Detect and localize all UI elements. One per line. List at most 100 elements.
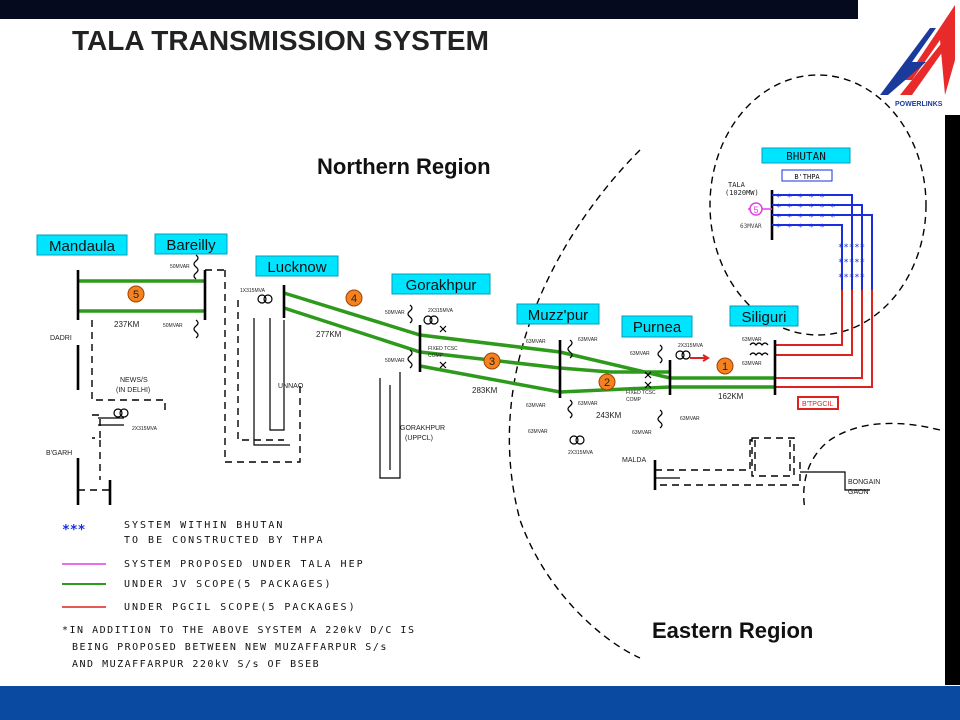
- purnea-ict: 2X315MVA: [678, 343, 704, 349]
- purnea-reactor-3: 63MVAR: [632, 430, 652, 436]
- pgcil-lines: [775, 290, 873, 410]
- package-4: 4: [351, 293, 357, 305]
- bhutan-boundary: [709, 74, 927, 336]
- bareilly-reactor-2: 50MVAR: [163, 323, 183, 329]
- news-ict: 2X315MVA: [132, 426, 158, 432]
- muzzpur-reactor-1: 63MVAR: [526, 339, 546, 345]
- bhutan-label: BHUTAN: [786, 150, 826, 163]
- bithpa-label: B'THPA: [794, 173, 820, 181]
- lucknow-box: [255, 255, 339, 277]
- muzzpur-ict: 2X315MVA: [568, 450, 594, 456]
- package-2: 2: [604, 377, 610, 389]
- siliguri-reactor-2: 63MVAR: [742, 361, 762, 367]
- svg-text:* * * * *: * * * * *: [776, 193, 825, 203]
- gorakhpur-box: [391, 273, 491, 295]
- dadri-label: DADRI: [50, 335, 72, 342]
- purnea-tcsc: FIXED TCSC: [626, 390, 656, 396]
- svg-text:* * * * * *: * * * * * *: [776, 203, 836, 213]
- bareilly-reactor-1: 50MVAR: [170, 264, 190, 270]
- legend-green-text: UNDER JV SCOPE(5 PACKAGES): [124, 579, 333, 590]
- bongaigaon-label-1: BONGAIN: [848, 479, 880, 486]
- right-edge-bar: [945, 115, 960, 685]
- legend-pink-text: SYSTEM PROPOSED UNDER TALA HEP: [124, 559, 365, 570]
- bareilly-box: [154, 233, 228, 255]
- lucknow-label: Lucknow: [267, 259, 326, 276]
- page-title: TALA TRANSMISSION SYSTEM: [72, 25, 489, 56]
- malda-label: MALDA: [622, 457, 646, 464]
- bgarh-label: B'GARH: [46, 450, 72, 457]
- muzzpur-reactor-5: 63MVAR: [528, 429, 548, 435]
- svg-text:* * * * *: * * * * *: [776, 223, 825, 233]
- equipment-symbols: [98, 254, 769, 445]
- muzzpur-reactor-4: 63MVAR: [578, 401, 598, 407]
- lucknow-ict: 1X315MVA: [240, 288, 266, 294]
- package-3: 3: [489, 356, 495, 368]
- legend-blue-text-2: TO BE CONSTRUCTED BY THPA: [124, 535, 325, 546]
- btpgcil-label: B'TPGCIL: [802, 401, 833, 408]
- buses: [76, 270, 777, 505]
- gorakhpur-ict: 2X315MVA: [428, 308, 454, 314]
- legend-red-text: UNDER PGCIL SCOPE(5 PACKAGES): [124, 602, 357, 613]
- gorakhpur-reactor-2: 50MVAR: [385, 358, 405, 364]
- package-5: 5: [133, 289, 139, 301]
- mandaula-box: [36, 234, 128, 256]
- muzzpur-reactor-3: 63MVAR: [526, 403, 546, 409]
- purnea-reactor-2: 63MVAR: [680, 416, 700, 422]
- gorakhpur-reactor-1: 50MVAR: [385, 310, 405, 316]
- news-label: NEWS/S: [120, 377, 148, 384]
- top-bar: [0, 0, 858, 19]
- bhutan-label-box: [761, 147, 851, 164]
- purnea-reactor-1: 63MVAR: [630, 351, 650, 357]
- distance-277: 277KM: [316, 330, 342, 339]
- small-labels: DADRI NEWS/S (IN DELHI) B'GARH UNNAO GOR…: [46, 264, 880, 496]
- muzzpur-label: Muzz'pur: [528, 307, 588, 324]
- svg-text:*****: *****: [838, 273, 865, 283]
- package-1: 1: [722, 361, 728, 373]
- gorakhpur-comp: COMP: [428, 353, 444, 359]
- legend-note-1: *IN ADDITION TO THE ABOVE SYSTEM A 220kV…: [62, 625, 415, 636]
- distance-283: 283KM: [472, 386, 498, 395]
- tala-reactor-label: 63MVAR: [740, 223, 762, 230]
- northern-region-label: Northern Region: [317, 154, 491, 179]
- substation-labels: Mandaula Bareilly Lucknow Gorakhpur Muzz…: [36, 233, 799, 338]
- bottom-bar: [0, 686, 960, 720]
- distance-243: 243KM: [596, 411, 622, 420]
- eastern-region-label: Eastern Region: [652, 618, 813, 643]
- distance-162: 162KM: [718, 392, 744, 401]
- gorakhpur-uppcl-label: GORAKHPUR: [400, 425, 445, 432]
- siliguri-box: [729, 305, 799, 327]
- existing-lines: [78, 269, 870, 491]
- svg-text:* * * * * *: * * * * * *: [776, 213, 836, 223]
- tala-package-label: 5: [753, 205, 758, 215]
- tala-package-circle: [749, 202, 763, 216]
- purnea-label: Purnea: [633, 319, 682, 336]
- bhutan-system: * * * * * * * * * * * * * * * * * * * * …: [725, 147, 873, 290]
- gorakhpur-tcsc: FIXED TCSC: [428, 346, 458, 352]
- distance-237: 237KM: [114, 320, 140, 329]
- mandaula-label: Mandaula: [49, 238, 116, 255]
- tala-capacity: (1020MW): [725, 189, 759, 197]
- legend: *** SYSTEM WITHIN BHUTAN TO BE CONSTRUCT…: [62, 520, 415, 670]
- legend-blue-swatch: ***: [62, 523, 86, 538]
- gorakhpur-label: Gorakhpur: [406, 277, 477, 294]
- muzzpur-box: [516, 303, 600, 325]
- tala-label: TALA: [728, 181, 746, 189]
- svg-text:*****: *****: [838, 258, 865, 268]
- purnea-comp: COMP: [626, 397, 642, 403]
- uppcl-label: (UPPCL): [405, 435, 433, 442]
- legend-note-3: AND MUZAFFARPUR 220kV S/s OF BSEB: [72, 659, 320, 670]
- unnao-label: UNNAO: [278, 383, 304, 390]
- svg-text:*****: *****: [838, 243, 865, 253]
- siliguri-label: Siliguri: [741, 309, 786, 326]
- ne-boundary: [803, 422, 941, 511]
- bongaigaon-label-2: GAON: [848, 489, 869, 496]
- indelhi-label: (IN DELHI): [116, 387, 150, 394]
- package-markers: 1 2 3 4 5: [127, 285, 734, 391]
- legend-note-2: BEING PROPOSED BETWEEN NEW MUZAFFARPUR S…: [72, 642, 388, 653]
- eastern-region-boundary: [508, 149, 641, 659]
- legend-blue-text-1: SYSTEM WITHIN BHUTAN: [124, 520, 284, 531]
- bareilly-label: Bareilly: [166, 237, 216, 254]
- siliguri-reactor-1: 63MVAR: [742, 337, 762, 343]
